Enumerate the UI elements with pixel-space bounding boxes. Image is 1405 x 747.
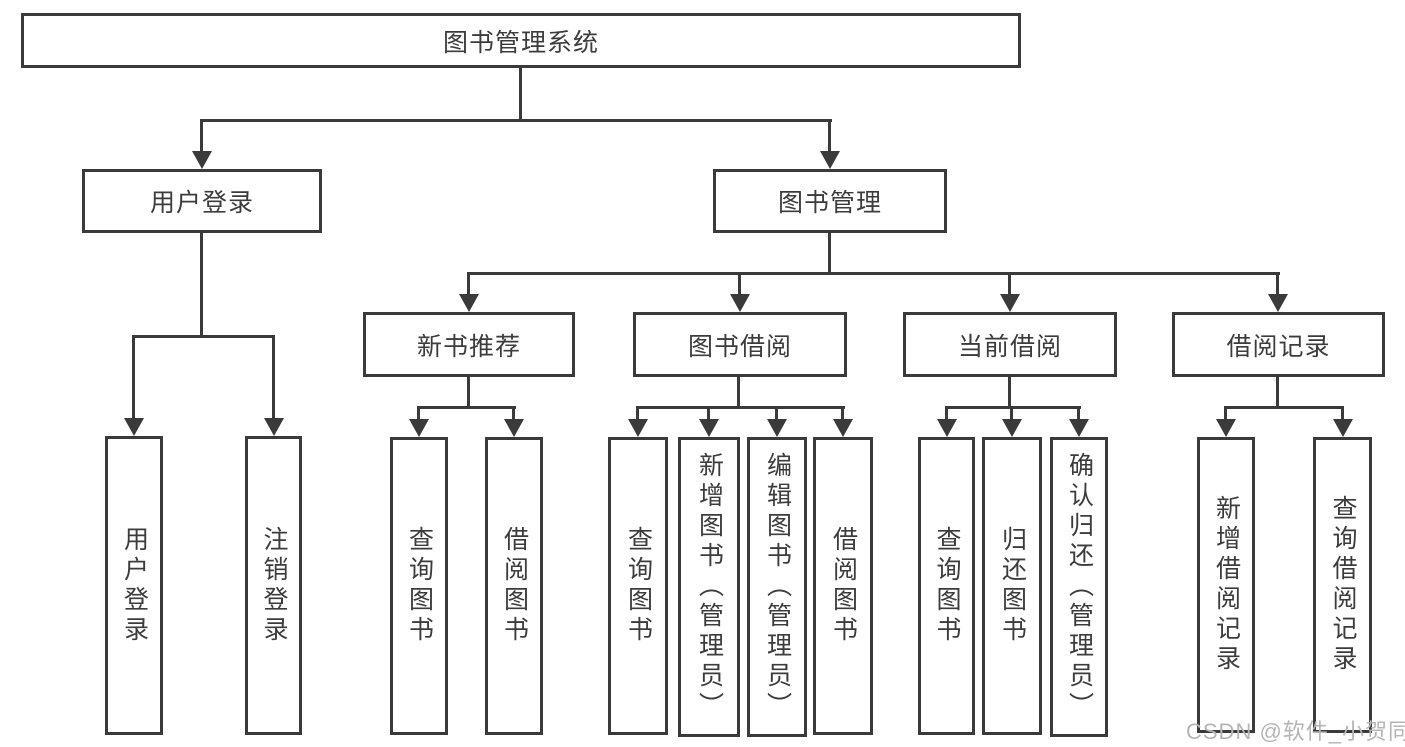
connector-book-borrowing-vline — [737, 377, 740, 408]
connector-borrowing-records-hline — [1224, 406, 1344, 409]
arrow-to-new-book-recommendation-icon — [467, 272, 470, 294]
leaf-logout: 注销登录 — [245, 436, 302, 735]
arrow-to-add-books-admin-icon — [707, 406, 710, 419]
connector-new-book-vline — [467, 377, 470, 408]
node-current-borrowing-label: 当前借阅 — [957, 332, 1062, 361]
node-user-login: 用户登录 — [82, 169, 322, 233]
leaf-query-books-borrowing-label: 查询图书 — [624, 526, 653, 646]
node-borrowing-records: 借阅记录 — [1172, 312, 1385, 377]
leaf-borrow-books-recommend: 借阅图书 — [485, 437, 543, 735]
leaf-return-books: 归还图书 — [982, 437, 1042, 735]
node-library-system-label: 图书管理系统 — [442, 28, 599, 57]
connector-book-management-hline — [467, 272, 1280, 275]
connector-root-hline — [200, 119, 832, 122]
node-current-borrowing: 当前借阅 — [903, 312, 1117, 377]
leaf-borrow-books-borrowing: 借阅图书 — [813, 437, 873, 735]
leaf-confirm-return-admin: 确认归还（管理员） — [1050, 437, 1108, 737]
connector-book-management-vline — [828, 233, 831, 275]
leaf-query-books-recommend: 查询图书 — [390, 437, 448, 735]
arrow-to-user-login-icon — [200, 119, 203, 151]
leaf-return-books-label: 归还图书 — [998, 526, 1027, 646]
arrow-to-borrow-books-recommend-icon — [512, 406, 515, 419]
node-book-borrowing: 图书借阅 — [633, 312, 847, 377]
connector-new-book-hline — [417, 406, 516, 409]
leaf-query-borrow-record: 查询借阅记录 — [1313, 437, 1372, 733]
leaf-query-borrow-record-label: 查询借阅记录 — [1329, 495, 1357, 675]
watermark: CSDN @软件_小贺同学 — [1186, 719, 1405, 744]
node-new-book-recommendation: 新书推荐 — [363, 312, 575, 377]
node-book-management-label: 图书管理 — [777, 189, 882, 217]
node-borrowing-records-label: 借阅记录 — [1226, 332, 1331, 361]
arrow-to-query-books-current-icon — [945, 406, 948, 419]
leaf-confirm-return-admin-label: 确认归还（管理员） — [1065, 452, 1094, 722]
arrow-to-query-books-borrowing-icon — [636, 406, 639, 419]
connector-user-login-hline — [132, 335, 275, 338]
arrow-to-borrowing-records-icon — [1276, 272, 1279, 294]
connector-user-login-vline — [200, 233, 203, 335]
leaf-add-books-admin: 新增图书（管理员） — [678, 437, 740, 737]
leaf-query-books-borrowing: 查询图书 — [608, 437, 668, 735]
arrow-to-return-books-icon — [1010, 406, 1013, 419]
arrow-to-leaf-user-login-icon — [132, 335, 135, 418]
arrow-to-book-borrowing-icon — [738, 272, 741, 294]
leaf-user-login: 用户登录 — [105, 436, 163, 735]
connector-book-borrowing-hline — [636, 406, 845, 409]
arrow-to-edit-books-admin-icon — [775, 406, 778, 419]
arrow-to-confirm-return-admin-icon — [1077, 406, 1080, 419]
leaf-add-books-admin-label: 新增图书（管理员） — [695, 452, 724, 722]
node-book-borrowing-label: 图书借阅 — [687, 332, 792, 361]
node-new-book-recommendation-label: 新书推荐 — [416, 332, 521, 361]
leaf-query-books-current: 查询图书 — [918, 437, 975, 735]
connector-current-borrowing-hline — [945, 406, 1081, 409]
leaf-logout-label: 注销登录 — [260, 525, 288, 646]
leaf-query-books-current-label: 查询图书 — [933, 526, 961, 646]
node-library-system: 图书管理系统 — [21, 13, 1021, 68]
arrow-to-book-management-icon — [828, 119, 831, 151]
leaf-borrow-books-recommend-label: 借阅图书 — [500, 526, 529, 646]
arrow-to-current-borrowing-icon — [1008, 272, 1011, 294]
connector-root-vline — [519, 68, 522, 119]
arrow-to-query-borrow-record-icon — [1341, 406, 1344, 419]
leaf-add-borrow-record: 新增借阅记录 — [1197, 437, 1255, 733]
connector-borrowing-records-vline — [1276, 377, 1279, 408]
connector-current-borrowing-vline — [1008, 377, 1011, 408]
leaf-edit-books-admin: 编辑图书（管理员） — [747, 437, 807, 737]
arrow-to-query-books-recommend-icon — [417, 406, 420, 419]
leaf-add-borrow-record-label: 新增借阅记录 — [1212, 495, 1241, 675]
arrow-to-leaf-logout-icon — [272, 335, 275, 418]
leaf-query-books-recommend-label: 查询图书 — [405, 526, 434, 646]
node-book-management: 图书管理 — [713, 169, 947, 233]
arrow-to-borrow-books-borrowing-icon — [841, 406, 844, 419]
leaf-user-login-label: 用户登录 — [120, 525, 149, 646]
leaf-edit-books-admin-label: 编辑图书（管理员） — [763, 452, 792, 722]
node-user-login-label: 用户登录 — [149, 189, 254, 217]
arrow-to-add-borrow-record-icon — [1224, 406, 1227, 419]
leaf-borrow-books-borrowing-label: 借阅图书 — [829, 526, 858, 646]
